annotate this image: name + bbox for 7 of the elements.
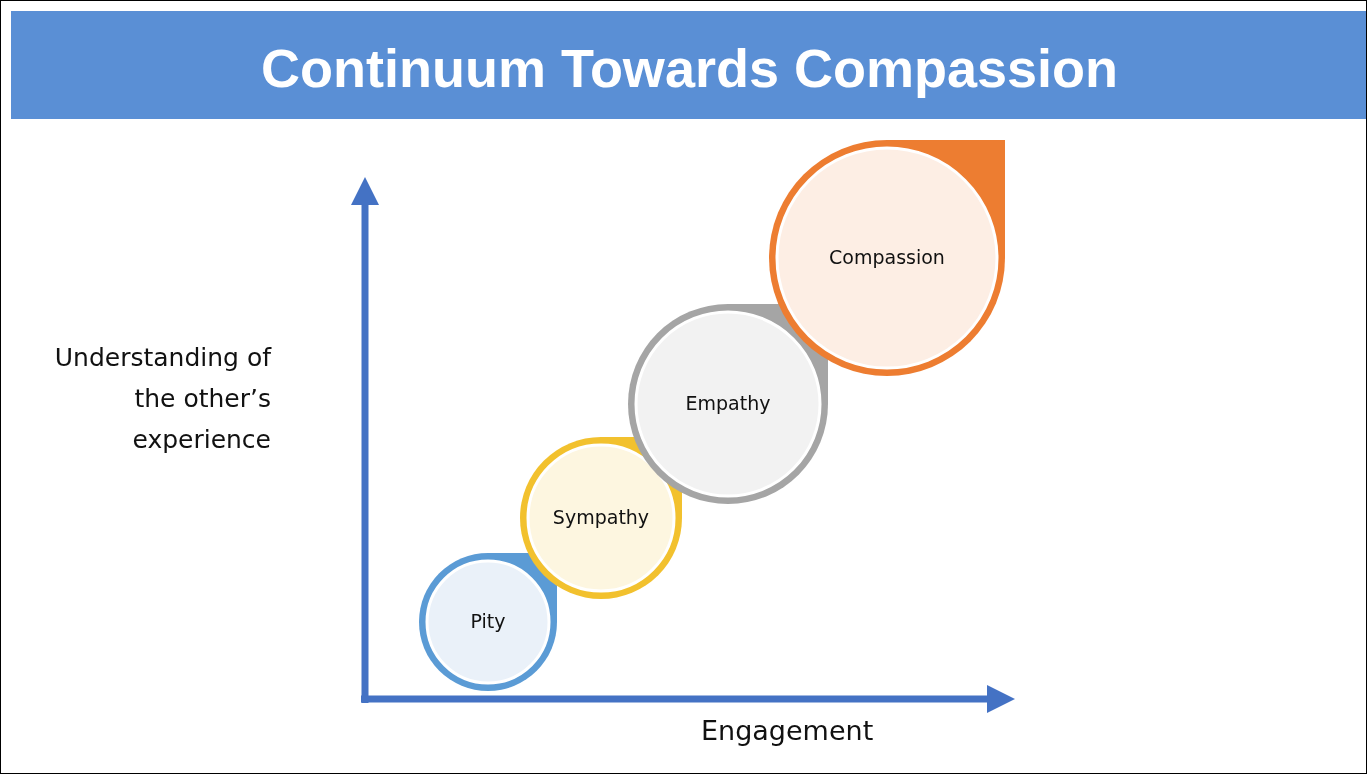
stage-label: Pity xyxy=(469,610,507,632)
horizontal-axis-label: Engagement xyxy=(701,715,874,746)
stage-label: Empathy xyxy=(684,392,772,414)
stage-label: Sympathy xyxy=(551,506,651,528)
stage-label: Compassion xyxy=(828,246,946,268)
vertical-axis-label: Understanding of the other’s experience xyxy=(53,342,271,456)
title: Continuum Towards Compassion xyxy=(260,37,1119,99)
